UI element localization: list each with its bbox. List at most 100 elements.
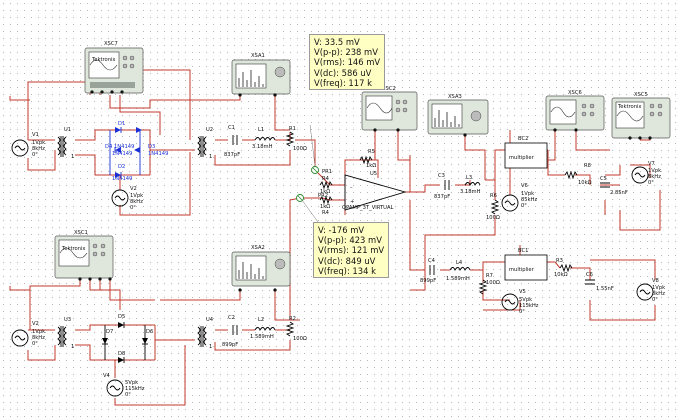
svg-text:R2: R2	[289, 316, 296, 322]
svg-text:1Vpk: 1Vpk	[648, 168, 661, 174]
transformer-u2[interactable]	[197, 136, 207, 157]
svg-text:D3: D3	[148, 144, 155, 150]
svg-text:C2: C2	[228, 315, 235, 321]
probe-pr1[interactable]	[309, 124, 319, 174]
svg-text:8kHz: 8kHz	[648, 174, 661, 180]
inductor-l3[interactable]	[464, 182, 481, 187]
label-xsa3: XSA3	[448, 94, 462, 100]
svg-text:1: 1	[71, 344, 74, 350]
svg-text:D4: D4	[105, 144, 113, 150]
svg-text:0°: 0°	[130, 205, 136, 211]
svg-text:1N4149: 1N4149	[148, 151, 168, 157]
svg-text:1.589mH: 1.589mH	[250, 334, 274, 340]
svg-text:85kHz: 85kHz	[521, 197, 538, 203]
resistor-r6[interactable]	[490, 199, 500, 215]
multiplier-bc2[interactable]	[504, 142, 548, 169]
svg-text:1Vpk: 1Vpk	[652, 285, 665, 291]
svg-text:U1: U1	[64, 127, 71, 133]
svg-text:8kHz: 8kHz	[32, 146, 45, 152]
oscilloscope-xsc5[interactable]	[611, 97, 671, 140]
svg-text:1: 1	[209, 344, 212, 350]
resistor-r5[interactable]	[359, 155, 373, 165]
resistor-r1[interactable]	[285, 131, 295, 147]
capacitor-c4[interactable]	[429, 265, 435, 275]
svg-text:R4: R4	[322, 210, 330, 216]
diode-bridge-bottom[interactable]	[102, 322, 148, 363]
probe2-vfreq: V(freq): 134 k	[318, 265, 376, 276]
svg-text:V5: V5	[519, 289, 526, 295]
resistor-r4-bottom[interactable]	[319, 195, 333, 205]
capacitor-c3[interactable]	[444, 180, 450, 190]
probe-pr2[interactable]	[296, 194, 319, 223]
svg-text:U5: U5	[370, 171, 377, 177]
oscilloscope-xsc7[interactable]	[84, 47, 144, 94]
transformer-u4[interactable]	[197, 326, 207, 347]
spectrum-analyzer-xsa3[interactable]	[427, 99, 489, 137]
svg-text:D8: D8	[118, 351, 125, 357]
diode-bridge-top[interactable]	[109, 127, 142, 178]
svg-text:1N4149: 1N4149	[112, 151, 132, 157]
svg-text:1N4149: 1N4149	[112, 176, 132, 182]
svg-text:10kΩ: 10kΩ	[554, 272, 568, 278]
svg-text:R1: R1	[289, 126, 296, 132]
label-xsc5: XSC5	[634, 92, 648, 98]
capacitor-c6[interactable]	[585, 279, 595, 285]
resistor-r8[interactable]	[564, 170, 578, 180]
capacitor-c1[interactable]	[232, 135, 238, 145]
svg-text:8kHz: 8kHz	[32, 335, 45, 341]
oscilloscope-xsc1[interactable]	[54, 235, 114, 281]
oscilloscope-xsc2[interactable]	[361, 91, 418, 132]
svg-text:100Ω: 100Ω	[293, 336, 307, 342]
transformer-u1[interactable]	[57, 136, 67, 157]
source-v6[interactable]	[501, 194, 519, 212]
capacitor-c5[interactable]	[600, 182, 610, 188]
svg-text:2.85nF: 2.85nF	[610, 190, 628, 196]
opamp-u5[interactable]: – +	[344, 174, 407, 211]
source-v5[interactable]	[501, 293, 519, 311]
probe1-voltage: V: 33.5 mV	[314, 37, 360, 47]
source-v8[interactable]	[636, 283, 654, 301]
spectrum-analyzer-xsa2[interactable]	[231, 251, 291, 292]
svg-text:R6: R6	[490, 193, 497, 199]
svg-text:0°: 0°	[521, 203, 527, 209]
resistor-r2[interactable]	[285, 321, 295, 337]
inductor-l4[interactable]	[449, 267, 471, 272]
inductor-l2[interactable]	[254, 327, 276, 332]
svg-text:5Vpk: 5Vpk	[519, 297, 532, 303]
svg-text:C5: C5	[600, 176, 607, 182]
svg-text:V8: V8	[652, 278, 659, 284]
source-v1[interactable]	[11, 139, 29, 157]
svg-text:R7: R7	[486, 273, 493, 279]
probe2-voltage: V: -176 mV	[318, 225, 365, 235]
labels: XSC7 Tektronix XSA1 XSC2 XSA3 XSC6 XSC5 …	[32, 41, 665, 398]
svg-text:D7: D7	[106, 329, 113, 335]
svg-text:1Vpk: 1Vpk	[130, 193, 143, 199]
transformer-u3[interactable]	[57, 326, 67, 347]
resistor-r3[interactable]	[559, 263, 573, 273]
svg-text:PR2: PR2	[318, 193, 328, 199]
svg-text:10kΩ: 10kΩ	[578, 180, 592, 186]
svg-text:R8: R8	[584, 163, 591, 169]
svg-text:8kHz: 8kHz	[130, 199, 143, 205]
label-tektronix-xsc5: Tektronix	[617, 104, 642, 110]
source-v4[interactable]	[106, 379, 124, 397]
svg-text:115kHz: 115kHz	[125, 386, 145, 392]
spectrum-analyzer-xsa1[interactable]	[231, 59, 291, 97]
svg-text:1.55nF: 1.55nF	[596, 286, 614, 292]
svg-text:837pF: 837pF	[434, 194, 450, 200]
source-v7[interactable]	[631, 166, 649, 184]
resistor-r7[interactable]	[478, 279, 488, 295]
svg-text:V4: V4	[103, 373, 111, 379]
inductor-l1[interactable]	[254, 137, 276, 142]
resistor-r4-top[interactable]	[319, 180, 333, 190]
oscilloscope-xsc6[interactable]	[545, 95, 605, 132]
source-v2-top[interactable]	[111, 189, 129, 207]
svg-text:C4: C4	[428, 258, 436, 264]
multiplier-bc1[interactable]	[504, 254, 548, 281]
probe-readout-pr2: V: -176 mV V(p-p): 423 mV V(rms): 121 mV…	[313, 222, 390, 279]
capacitor-c2[interactable]	[232, 325, 238, 335]
label-xsa2: XSA2	[251, 245, 265, 251]
svg-text:C6: C6	[586, 272, 593, 278]
source-v2-bottom[interactable]	[11, 329, 29, 347]
